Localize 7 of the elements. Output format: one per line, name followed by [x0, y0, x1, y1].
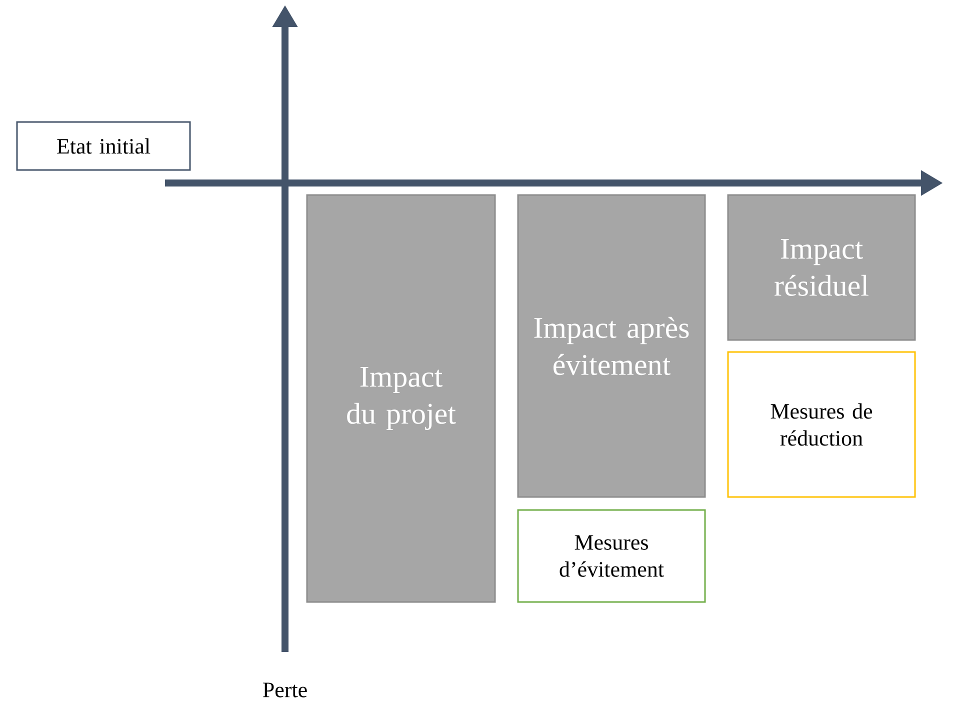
box: Etat initial [16, 121, 191, 171]
box: Impact résiduel [727, 194, 916, 341]
box: Mesures d’évitement [517, 509, 706, 603]
box: Impact du projet [306, 194, 496, 603]
axis-label: Perte [263, 682, 307, 698]
box: Mesures de réduction [727, 351, 916, 498]
box: Impact après évitement [517, 194, 706, 498]
